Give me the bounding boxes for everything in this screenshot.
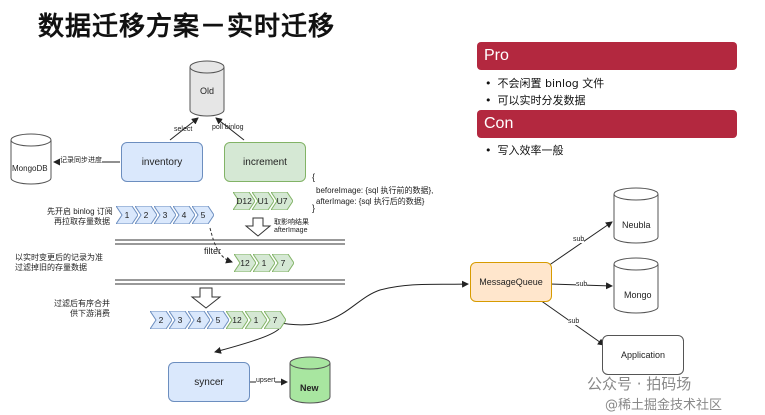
stream-chevron-label: U7 — [276, 196, 288, 206]
sub-label: sub — [573, 236, 585, 243]
pro-heading: Pro — [477, 42, 737, 70]
new-label: New — [300, 383, 319, 393]
message-queue-node: MessageQueue — [470, 262, 552, 302]
step-note: 过滤后有序合并 — [54, 299, 110, 308]
stream-chevron: U1 — [252, 192, 274, 210]
increment-node: increment — [224, 142, 306, 182]
inventory-node: inventory — [121, 142, 203, 182]
con-heading: Con — [477, 110, 737, 138]
stream-chevron-label: 4 — [181, 210, 187, 220]
new-database-icon — [289, 356, 331, 404]
syncer-node: syncer — [168, 362, 250, 402]
stream-chevron-label: 7 — [280, 258, 286, 268]
merged-to-mq-arrow — [274, 280, 469, 326]
step-note: 供下游消费 — [70, 309, 110, 318]
stream-chevron: D12 — [233, 192, 255, 210]
select-arrow — [169, 117, 199, 141]
stream-chevron-label: 1 — [261, 258, 267, 268]
after-image-note: afterImage: {sql 执行后的数据} — [316, 197, 425, 206]
stream-chevron-label: 2 — [158, 315, 164, 325]
filter-label: filter — [204, 246, 222, 256]
mongo-database-icon — [613, 257, 659, 314]
step-note: 以实时变更后的记录为准 — [15, 253, 103, 262]
stream-chevron-label: 1 — [124, 210, 130, 220]
stream-chevron: 7 — [264, 311, 286, 329]
stream-chevron-label: 3 — [177, 315, 183, 325]
stream-chevron: 3 — [154, 206, 176, 224]
stream-chevron: 1 — [245, 311, 267, 329]
pro-item-text: 可以实时分发数据 — [497, 94, 586, 107]
stream-chevron: 12 — [226, 311, 248, 329]
sub-arrow-neubla — [544, 221, 613, 269]
stream-chevron-label: U1 — [257, 196, 269, 206]
filter-arrow — [209, 227, 233, 264]
stream-chevron-label: 1 — [253, 315, 259, 325]
sub-label: sub — [568, 318, 580, 325]
stream-chevron: 5 — [192, 206, 214, 224]
stream-chevron: 2 — [150, 311, 172, 329]
stream-chevron: 4 — [173, 206, 195, 224]
take-effect-note: 取影响结果 — [274, 219, 309, 226]
stream-chevron-label: 3 — [162, 210, 168, 220]
page-title: 数据迁移方案－实时迁移 — [38, 12, 336, 42]
take-effect-note: afterImage — [274, 227, 308, 234]
down-arrow-icon — [190, 287, 222, 309]
brace-open: { — [312, 172, 316, 182]
con-item: •写入效率一般 — [485, 144, 564, 157]
record-progress-label: 记录同步进度 — [60, 155, 102, 165]
mongodb-database-icon — [10, 133, 52, 185]
sub-label: sub — [576, 281, 588, 288]
pro-item: •不会闲置 binlog 文件 — [485, 77, 605, 90]
brace-close: } — [312, 203, 316, 213]
step-note: 过滤掉旧的存量数据 — [15, 263, 87, 272]
stream-chevron: 12 — [234, 254, 256, 272]
mongodb-label: MongoDB — [12, 164, 48, 173]
con-item-text: 写入效率一般 — [497, 144, 564, 157]
stream-chevron-label: 12 — [240, 258, 250, 268]
stream-chevron-label: D12 — [236, 196, 252, 206]
upsert-label: upsert — [256, 377, 276, 384]
step-note: 再拉取存量数据 — [54, 217, 110, 226]
stream-chevron: 4 — [188, 311, 210, 329]
step-note: 先开启 binlog 订阅 — [47, 207, 113, 216]
select-label: select — [174, 126, 193, 133]
stream-chevron-label: 7 — [272, 315, 278, 325]
stream-chevron: 5 — [207, 311, 229, 329]
stream-chevron: 3 — [169, 311, 191, 329]
pro-item-text: 不会闲置 binlog 文件 — [497, 77, 605, 90]
watermark-line1: 公众号 · 拍码场 — [587, 375, 692, 393]
stream-chevron-label: 5 — [200, 210, 206, 220]
neubla-label: Neubla — [622, 220, 651, 230]
stream-chevron: U7 — [271, 192, 293, 210]
stream-chevron-label: 12 — [232, 315, 242, 325]
down-arrow-icon — [244, 217, 272, 237]
stream-chevron-label: 4 — [196, 315, 202, 325]
old-label: Old — [200, 86, 215, 96]
old-database-icon — [189, 60, 225, 117]
watermark-line2: @稀土掘金技术社区 — [605, 398, 723, 413]
stream-chevron-label: 5 — [215, 315, 221, 325]
neubla-database-icon — [613, 187, 659, 244]
mongo-label: Mongo — [624, 290, 652, 300]
stream-chevron: 1 — [253, 254, 275, 272]
stream-chevron: 2 — [135, 206, 157, 224]
pro-item: •可以实时分发数据 — [485, 94, 586, 107]
application-node: Application — [602, 335, 684, 375]
stream-chevron: 1 — [116, 206, 138, 224]
before-image-note: beforeImage: {sql 执行前的数据}, — [316, 186, 434, 195]
poll-binlog-label: poll binlog — [212, 124, 244, 131]
stream-chevron-label: 2 — [143, 210, 149, 220]
poll-arrow — [215, 117, 245, 141]
stream-chevron: 7 — [272, 254, 294, 272]
